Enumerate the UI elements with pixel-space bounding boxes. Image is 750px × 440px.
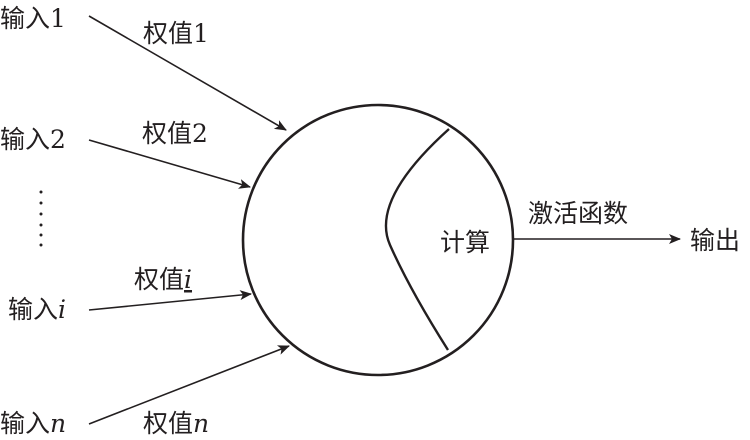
neuron-circle bbox=[241, 103, 515, 377]
input-n-arrow bbox=[88, 345, 290, 425]
output-label: 输出 bbox=[690, 226, 740, 255]
input-i-arrow bbox=[88, 290, 252, 311]
ellipsis-dots bbox=[39, 190, 43, 247]
input-2-arrow bbox=[88, 139, 251, 189]
input-2-label: 输入2 bbox=[0, 125, 66, 154]
input-1-label: 输入1 bbox=[0, 4, 66, 33]
weight-2-label: 权值2 bbox=[142, 119, 208, 148]
input-i-label: 输入i bbox=[8, 295, 66, 324]
compute-label: 计算 bbox=[440, 228, 490, 257]
neuron-divider-arc bbox=[384, 128, 450, 351]
weight-i-label: 权值i bbox=[134, 265, 192, 294]
activation-function-label: 激活函数 bbox=[528, 199, 628, 228]
input-n-label: 输入n bbox=[0, 409, 66, 438]
weight-1-label: 权值1 bbox=[143, 19, 209, 48]
weight-n-label: 权值n bbox=[143, 409, 209, 438]
input-1-arrow bbox=[88, 15, 287, 131]
